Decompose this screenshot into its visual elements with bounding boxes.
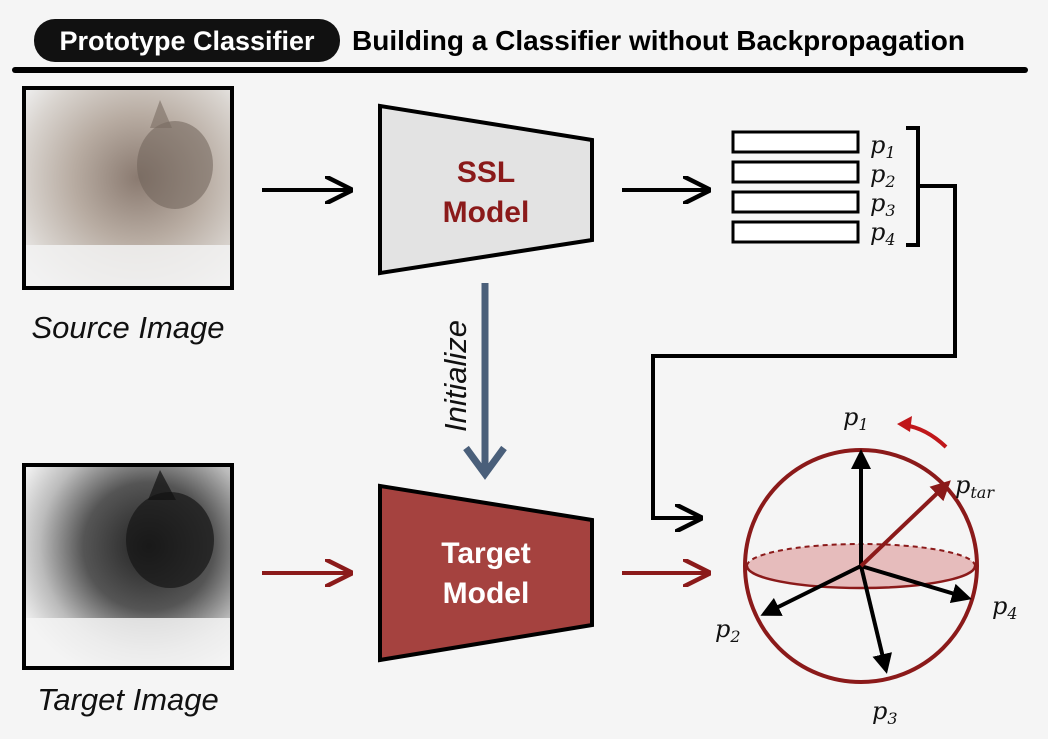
header-title: Building a Classifier without Backpropag… xyxy=(352,25,965,56)
cat-head-shape-dark xyxy=(126,492,214,588)
header-badge-text: Prototype Classifier xyxy=(59,26,315,56)
rotation-arrow-head xyxy=(897,416,912,432)
prototype-bar-1 xyxy=(731,130,860,154)
source-image-caption: Source Image xyxy=(32,310,225,345)
target-image xyxy=(22,463,234,670)
target-image-caption: Target Image xyxy=(37,682,219,717)
blanket-shape xyxy=(26,245,230,286)
vector-p4 xyxy=(860,564,972,603)
header-rule xyxy=(12,67,1028,73)
cat-head-shape xyxy=(137,121,213,209)
header: Prototype Classifier Building a Classifi… xyxy=(12,19,1028,73)
source-image xyxy=(22,86,234,290)
header-badge xyxy=(34,19,340,62)
sphere-label-p3: p3 xyxy=(872,697,898,728)
cat-ear-shape-dark xyxy=(148,470,176,500)
blanket-shape-light xyxy=(26,618,230,666)
sphere-label-ptar: ptar xyxy=(955,471,995,502)
ssl-model-label-line1: SSL xyxy=(457,156,515,189)
initialize-label: Initialize xyxy=(438,320,473,432)
target-model-block xyxy=(378,483,594,663)
prototype-label-3: p3 xyxy=(870,189,896,220)
sphere-label-p1: p1 xyxy=(843,403,869,434)
vector-p3 xyxy=(859,565,892,674)
prototype-bar-4 xyxy=(731,220,860,244)
cat-ear-shape xyxy=(150,100,172,128)
prototype-sphere xyxy=(743,416,979,684)
sphere-label-p4: p4 xyxy=(992,592,1018,623)
prototype-label-4: p4 xyxy=(870,218,896,249)
ssl-model-block xyxy=(378,103,594,276)
prototype-bracket xyxy=(906,126,920,247)
prototype-bar-2 xyxy=(731,160,860,184)
vector-ptar xyxy=(859,480,951,568)
prototype-bar-3 xyxy=(731,190,860,214)
prototype-label-1: p1 xyxy=(870,131,896,162)
target-model-label-line1: Target xyxy=(441,537,530,570)
target-model-label-line2: Model xyxy=(443,577,530,610)
prototype-label-2: p2 xyxy=(870,160,896,191)
sphere-equator-front xyxy=(745,565,977,590)
initialize-arrow-head xyxy=(463,445,507,480)
connector-prototypes-to-sphere xyxy=(651,184,957,518)
ssl-model-label-line2: Model xyxy=(443,196,530,229)
prototype-list: p1 p2 p3 p4 xyxy=(731,126,920,249)
vector-p2 xyxy=(760,564,862,616)
sphere-label-p2: p2 xyxy=(715,615,741,646)
